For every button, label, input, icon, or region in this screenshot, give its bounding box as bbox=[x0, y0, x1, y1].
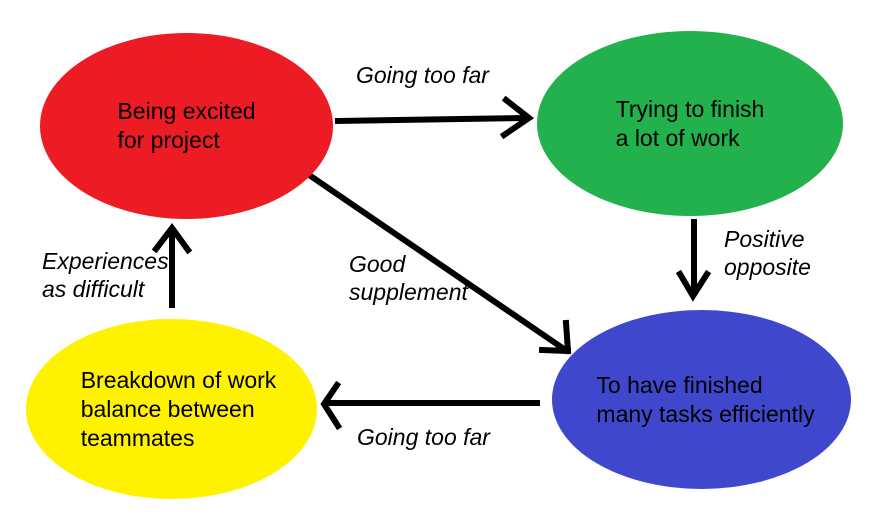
node-finished-many-tasks: To have finished many tasks efficiently bbox=[552, 310, 851, 489]
node-label: Being excited for project bbox=[117, 97, 255, 155]
edge-label-line: Going too far bbox=[356, 62, 489, 88]
node-being-excited-for-project: Being excited for project bbox=[40, 33, 333, 219]
edge-label-line: as difficult bbox=[42, 276, 145, 302]
arrow-excited-to-trying bbox=[334, 95, 535, 140]
edge-label-going-too-far-bottom: Going too far bbox=[357, 423, 490, 451]
node-label-line: To have finished bbox=[596, 371, 763, 398]
node-label-line: teammates bbox=[80, 424, 195, 451]
arrow-head bbox=[499, 95, 535, 140]
node-label-line: a lot of work bbox=[615, 124, 740, 151]
arrow-shaft bbox=[307, 172, 569, 354]
arrow-finished-to-breakdown bbox=[320, 380, 540, 431]
node-label-line: many tasks efficiently bbox=[596, 400, 815, 427]
arrow-excited-to-finished bbox=[307, 172, 572, 355]
edge-label-experiences-as-difficult: Experiences as difficult bbox=[42, 247, 169, 303]
arrow-head bbox=[320, 380, 343, 431]
arrow-head bbox=[675, 269, 712, 302]
node-breakdown-of-work-balance: Breakdown of work balance between teamma… bbox=[26, 319, 317, 499]
node-label: Breakdown of work balance between teamma… bbox=[81, 366, 277, 453]
arrow-shaft bbox=[334, 114, 529, 125]
edge-label-good-supplement: Good supplement bbox=[349, 250, 468, 306]
edge-label-line: Positive bbox=[724, 226, 805, 252]
edge-label-line: Experiences bbox=[42, 248, 169, 274]
edge-label-line: supplement bbox=[349, 279, 468, 305]
node-label-line: for project bbox=[117, 127, 220, 153]
arrow-trying-to-finished bbox=[675, 219, 712, 302]
arrow-breakdown-to-excited bbox=[151, 222, 193, 308]
node-label-line: balance between bbox=[80, 395, 255, 422]
edge-label-line: opposite bbox=[724, 254, 811, 280]
edge-label-positive-opposite: Positive opposite bbox=[724, 225, 811, 281]
node-label: To have finished many tasks efficiently bbox=[596, 371, 814, 429]
edge-label-going-too-far-top: Going too far bbox=[356, 61, 489, 89]
edge-label-line: Going too far bbox=[357, 424, 490, 450]
node-label-line: Trying to finish bbox=[615, 95, 765, 122]
node-label-line: Breakdown of work bbox=[80, 366, 277, 393]
edge-label-line: Good bbox=[349, 251, 406, 277]
arrow-head bbox=[538, 319, 572, 355]
node-label: Trying to finish a lot of work bbox=[616, 95, 765, 153]
node-label-line: Being excited bbox=[117, 98, 256, 124]
arrow-head bbox=[151, 222, 193, 255]
node-trying-to-finish: Trying to finish a lot of work bbox=[537, 31, 843, 216]
